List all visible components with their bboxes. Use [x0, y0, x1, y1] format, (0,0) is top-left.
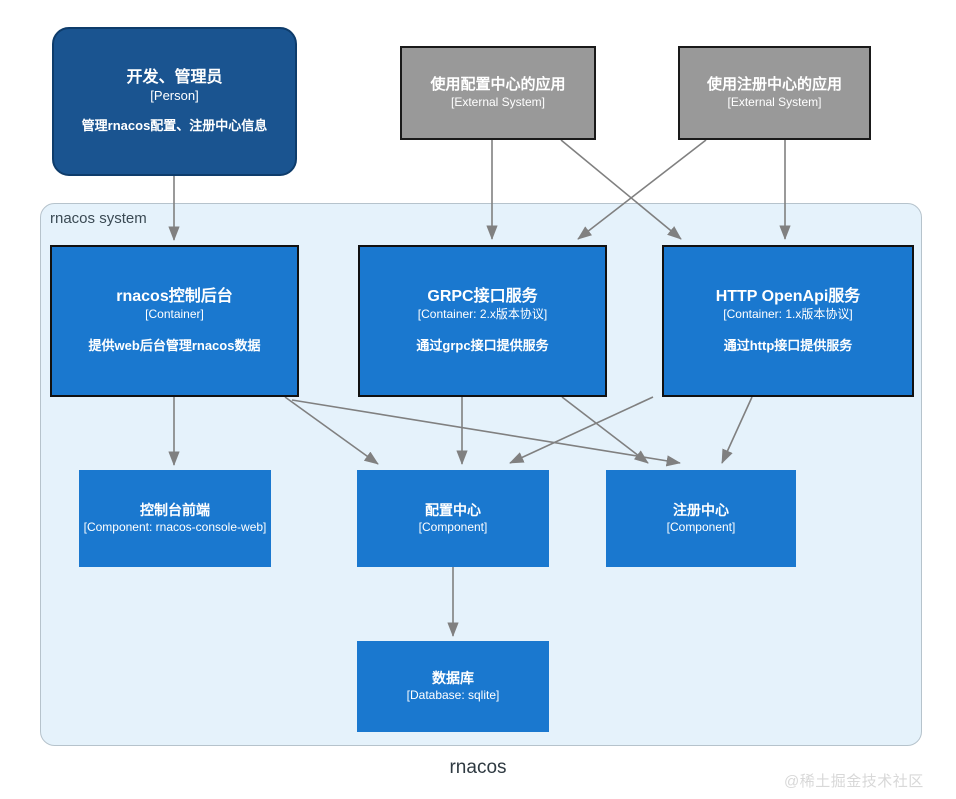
node-title: 控制台前端 [140, 502, 210, 519]
node-tech: [Database: sqlite] [406, 687, 500, 702]
node-title: 使用注册中心的应用 [706, 76, 842, 94]
node-description: 通过http接口提供服务 [723, 338, 853, 354]
node-container-http[interactable]: HTTP OpenApi服务[Container: 1.x版本协议] 通过http… [662, 245, 914, 397]
node-rect-container-http [662, 245, 914, 397]
node-rect-container-console [50, 245, 299, 397]
edge-console-to-config [284, 396, 379, 465]
node-title: 配置中心 [425, 502, 481, 519]
node-rect-ext-naming-app [678, 46, 871, 140]
node-title: GRPC接口服务 [427, 288, 538, 306]
diagram-footer-label: rnacos [449, 757, 507, 778]
node-group [50, 27, 914, 732]
edge-grpc-to-naming [561, 396, 649, 464]
edge-group [168, 139, 791, 637]
node-title: 开发、管理员 [126, 68, 223, 86]
node-tech: [Container: 2.x版本协议] [417, 307, 548, 322]
node-ext-config-app[interactable]: 使用配置中心的应用[External System] [400, 46, 596, 140]
node-description: 通过grpc接口提供服务 [416, 338, 549, 354]
node-rect-person-admin [52, 27, 297, 176]
node-tech: [Component] [418, 519, 488, 534]
node-rect-component-config-center [357, 470, 549, 567]
node-rect-container-grpc [358, 245, 607, 397]
node-ext-naming-app[interactable]: 使用注册中心的应用[External System] [678, 46, 871, 140]
node-component-console-web[interactable]: 控制台前端[Component: rnacos-console-web] [79, 470, 271, 567]
node-tech: [Container: 1.x版本协议] [723, 307, 853, 322]
node-tech: [Component: rnacos-console-web] [83, 519, 267, 534]
node-tech: [Container] [145, 307, 204, 322]
node-component-naming-center[interactable]: 注册中心[Component] [606, 470, 796, 567]
node-title: HTTP OpenApi服务 [715, 288, 861, 306]
node-component-database[interactable]: 数据库[Database: sqlite] [357, 641, 549, 732]
node-rect-component-console-web [79, 470, 271, 567]
node-title: 数据库 [432, 670, 474, 687]
node-tech: [External System] [727, 94, 822, 109]
node-tech: [Person] [150, 87, 199, 103]
node-component-config-center[interactable]: 配置中心[Component] [357, 470, 549, 567]
node-container-console[interactable]: rnacos控制后台[Container] 提供web后台管理rnacos数据 [50, 245, 299, 397]
node-rect-ext-config-app [400, 46, 596, 140]
system-boundary-label: rnacos system [50, 210, 147, 227]
node-title: rnacos控制后台 [116, 288, 233, 306]
edge-console-to-naming [291, 399, 681, 467]
node-tech: [Component] [666, 519, 736, 534]
edge-ext-config-to-http [560, 139, 682, 240]
node-tech: [External System] [450, 94, 546, 109]
node-rect-component-database [357, 641, 549, 732]
node-person-admin[interactable]: 开发、管理员[Person] 管理rnacos配置、注册中心信息 [52, 27, 297, 176]
edge-http-to-naming [721, 396, 753, 464]
node-description: 提供web后台管理rnacos数据 [88, 338, 261, 354]
node-title: 使用配置中心的应用 [430, 76, 566, 94]
watermark-text: @稀土掘金技术社区 [784, 773, 924, 790]
node-container-grpc[interactable]: GRPC接口服务[Container: 2.x版本协议] 通过grpc接口提供服务 [358, 245, 607, 397]
node-title: 注册中心 [673, 502, 729, 519]
node-description: 管理rnacos配置、注册中心信息 [81, 118, 268, 134]
node-rect-component-naming-center [606, 470, 796, 567]
edge-ext-naming-to-grpc [577, 139, 707, 240]
edge-http-to-config [509, 396, 654, 464]
